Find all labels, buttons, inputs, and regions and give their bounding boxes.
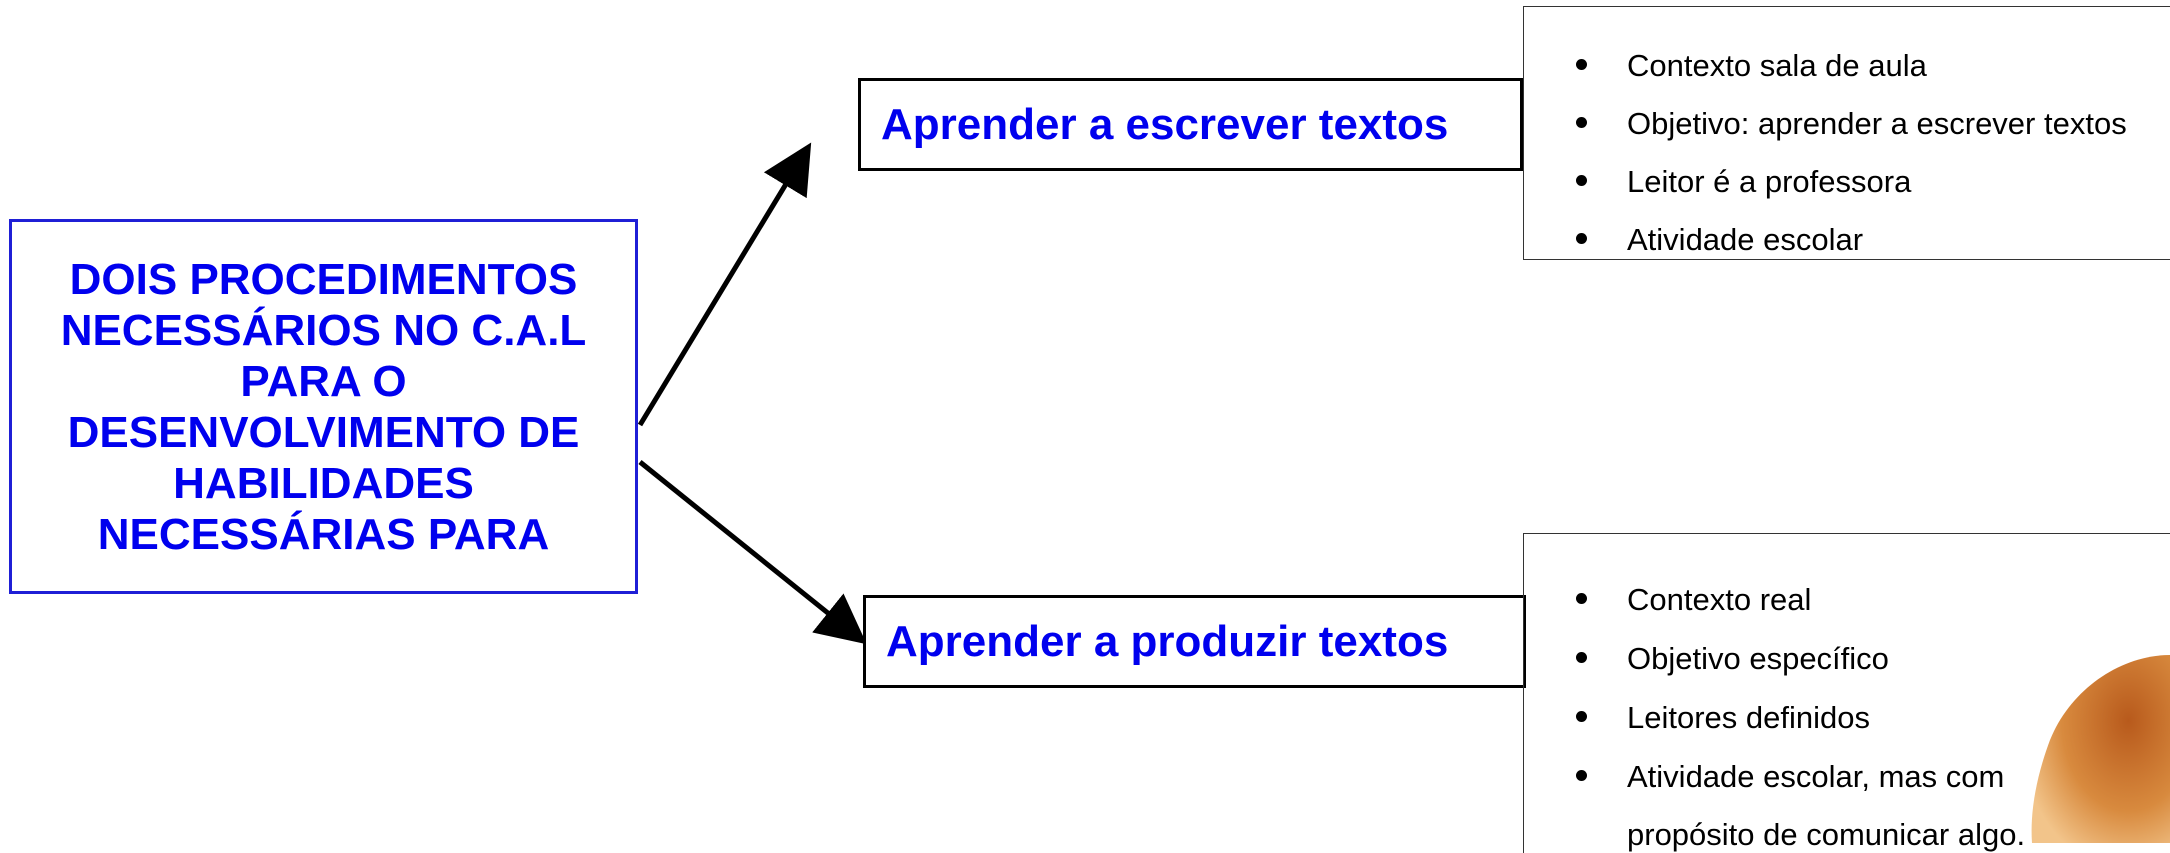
bullet-icon xyxy=(1576,59,1587,70)
bullet-icon xyxy=(1576,770,1587,781)
bullet-icon xyxy=(1576,117,1587,128)
bottom-branch-list: Contexto real Objetivo específico Leitor… xyxy=(1523,533,2170,853)
bullet-icon xyxy=(1576,711,1587,722)
top-branch-list: Contexto sala de aula Objetivo: aprender… xyxy=(1523,6,2170,260)
bullet-icon xyxy=(1576,652,1587,663)
bullet-icon xyxy=(1576,233,1587,244)
arrow-to-bottom-branch xyxy=(638,460,867,645)
top-branch-label: Aprender a escrever textos xyxy=(881,99,1449,149)
top-branch-box: Aprender a escrever textos xyxy=(858,78,1523,171)
main-title: DOIS PROCEDIMENTOS NECESSÁRIOS NO C.A.L … xyxy=(60,254,587,559)
bottom-branch-box: Aprender a produzir textos xyxy=(863,595,1526,688)
bottom-branch-label: Aprender a produzir textos xyxy=(886,616,1449,666)
bullet-icon xyxy=(1576,593,1587,604)
main-concept-box: DOIS PROCEDIMENTOS NECESSÁRIOS NO C.A.L … xyxy=(9,219,638,594)
arrow-to-top-branch xyxy=(637,142,812,427)
bullet-icon xyxy=(1576,175,1587,186)
